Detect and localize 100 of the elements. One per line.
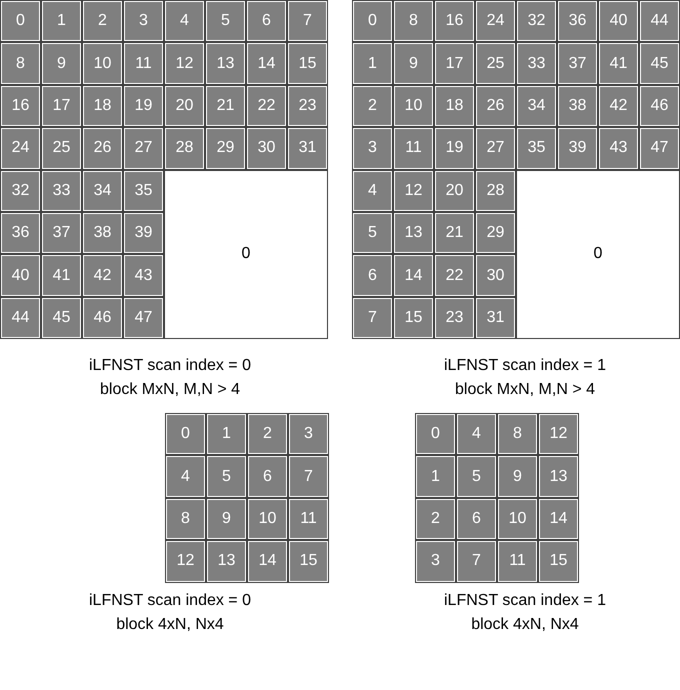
coefficient-cell: 12 [165,540,206,583]
coefficient-cell: 7 [456,540,497,583]
coefficient-cell: 10 [82,42,123,85]
coefficient-cell: 23 [287,84,328,128]
caption: block MxN, M,N > 4 [98,381,242,399]
coefficient-cell: 15 [538,540,579,583]
caption: iLFNST scan index = 0 [88,592,252,610]
coefficient-cell: 13 [393,212,434,254]
coefficient-cell: 5 [205,0,246,42]
coefficient-cell: 18 [82,84,123,128]
coefficient-cell: 46 [639,84,680,128]
coefficient-cell: 2 [82,0,123,42]
coefficient-cell: 10 [497,498,538,540]
coefficient-cell: 20 [434,170,475,212]
coefficient-cell: 11 [288,498,329,540]
coefficient-cell: 22 [246,84,287,128]
coefficient-cell: 8 [165,498,206,540]
coefficient-cell: 0 [415,413,456,456]
coefficient-cell: 5 [206,455,247,498]
coefficient-cell: 45 [41,296,82,340]
coefficient-cell: 3 [123,0,164,42]
coefficient-cell: 17 [41,84,82,128]
coefficient-cell: 35 [516,127,557,170]
coefficient-cell: 22 [434,254,475,297]
coefficient-cell: 41 [598,42,639,85]
coefficient-cell: 5 [352,212,393,254]
coefficient-cell: 23 [434,296,475,340]
coefficient-cell: 1 [352,42,393,85]
coefficient-cell: 8 [497,413,538,456]
coefficient-cell: 26 [82,127,123,170]
coefficient-cell: 7 [287,0,328,42]
coefficient-cell: 13 [538,455,579,498]
coefficient-cell: 13 [205,42,246,85]
coefficient-cell: 19 [434,127,475,170]
coefficient-cell: 16 [0,84,41,128]
coefficient-cell: 3 [352,127,393,170]
coefficient-cell: 8 [393,0,434,42]
coefficient-cell: 25 [475,42,516,85]
coefficient-cell: 42 [598,84,639,128]
caption: iLFNST scan index = 1 [442,357,607,375]
coefficient-cell: 33 [516,42,557,85]
coefficient-cell: 37 [41,212,82,254]
coefficient-cell: 34 [82,170,123,212]
coefficient-cell: 15 [287,42,328,85]
coefficient-cell: 7 [352,296,393,340]
caption: iLFNST scan index = 1 [442,592,607,610]
coefficient-cell: 12 [164,42,205,85]
coefficient-cell: 13 [206,540,247,583]
coefficient-cell: 21 [205,84,246,128]
coefficient-cell: 19 [123,84,164,128]
coefficient-cell: 41 [41,254,82,297]
coefficient-cell: 6 [456,498,497,540]
coefficient-cell: 28 [475,170,516,212]
coefficient-cell: 32 [0,170,41,212]
coefficient-cell: 4 [165,455,206,498]
coefficient-cell: 10 [247,498,288,540]
coefficient-cell: 39 [123,212,164,254]
coefficient-cell: 11 [497,540,538,583]
coefficient-cell: 25 [41,127,82,170]
coefficient-cell: 12 [393,170,434,212]
region-box: 0 [164,170,328,340]
coefficient-cell: 2 [352,84,393,128]
coefficient-cell: 31 [287,127,328,170]
caption: iLFNST scan index = 0 [88,357,252,375]
coefficient-cell: 16 [434,0,475,42]
coefficient-cell: 44 [639,0,680,42]
coefficient-cell: 27 [123,127,164,170]
coefficient-cell: 39 [557,127,598,170]
coefficient-cell: 2 [415,498,456,540]
coefficient-cell: 0 [0,0,41,42]
coefficient-cell: 40 [598,0,639,42]
coefficient-cell: 7 [288,455,329,498]
coefficient-cell: 4 [456,413,497,456]
coefficient-cell: 38 [82,212,123,254]
coefficient-cell: 11 [123,42,164,85]
caption: block 4xN, Nx4 [115,616,225,634]
coefficient-cell: 11 [393,127,434,170]
coefficient-cell: 42 [82,254,123,297]
coefficient-cell: 47 [123,296,164,340]
coefficient-cell: 30 [475,254,516,297]
coefficient-cell: 21 [434,212,475,254]
coefficient-cell: 10 [393,84,434,128]
coefficient-cell: 3 [288,413,329,456]
coefficient-cell: 32 [516,0,557,42]
coefficient-cell: 14 [393,254,434,297]
coefficient-cell: 26 [475,84,516,128]
coefficient-cell: 3 [415,540,456,583]
coefficient-cell: 12 [538,413,579,456]
coefficient-cell: 44 [0,296,41,340]
caption: block 4xN, Nx4 [470,616,580,634]
coefficient-cell: 29 [205,127,246,170]
caption: block MxN, M,N > 4 [454,381,596,399]
region-box: 0 [516,170,680,340]
coefficient-cell: 15 [288,540,329,583]
coefficient-cell: 1 [415,455,456,498]
coefficient-cell: 9 [497,455,538,498]
coefficient-cell: 27 [475,127,516,170]
coefficient-cell: 1 [206,413,247,456]
coefficient-cell: 37 [557,42,598,85]
coefficient-cell: 43 [123,254,164,297]
